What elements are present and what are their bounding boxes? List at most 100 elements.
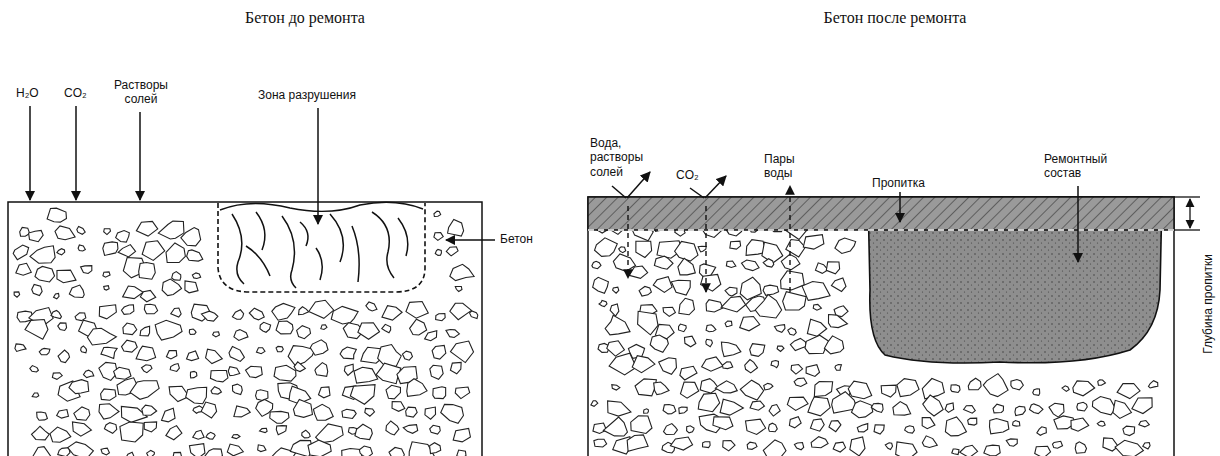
aggregate-stone bbox=[781, 271, 805, 290]
ingress-arrows bbox=[30, 106, 495, 240]
aggregate-stone bbox=[344, 364, 353, 375]
aggregate-stone bbox=[260, 428, 268, 432]
aggregate-stone bbox=[874, 425, 884, 434]
aggregate-stone bbox=[824, 336, 843, 354]
aggregate-stone bbox=[990, 419, 1009, 434]
aggregate-stone bbox=[103, 242, 118, 256]
aggregate-stone bbox=[1098, 380, 1106, 386]
aggregate-stone bbox=[54, 293, 59, 298]
aggregate-stone bbox=[811, 437, 828, 448]
aggregate-stone bbox=[29, 230, 44, 241]
aggregate-stone bbox=[99, 305, 116, 319]
aggregate-stone bbox=[706, 300, 723, 312]
aggregate-stone bbox=[81, 346, 87, 353]
aggregate-stone bbox=[746, 419, 766, 434]
aggregate-stone bbox=[453, 428, 470, 441]
aggregate-stone bbox=[192, 273, 200, 279]
aggregate-stone bbox=[425, 407, 436, 419]
panel-heading: Бетон после ремонта bbox=[824, 8, 967, 27]
aggregate-stone bbox=[763, 440, 786, 456]
aggregate-stone bbox=[922, 436, 937, 448]
aggregate-stone bbox=[430, 365, 443, 379]
aggregate-stone bbox=[313, 404, 333, 420]
aggregate-stone bbox=[788, 328, 797, 335]
aggregate-stone bbox=[121, 305, 133, 314]
aggregate-stone bbox=[276, 321, 293, 334]
aggregate-stone bbox=[432, 345, 446, 359]
aggregate-stone bbox=[69, 380, 89, 394]
aggregate-stone bbox=[406, 301, 428, 318]
aggregate-stone bbox=[984, 445, 1000, 456]
aggregate-stone bbox=[1132, 398, 1152, 414]
aggregate-stone bbox=[905, 426, 915, 433]
aggregate-stone bbox=[302, 430, 310, 438]
impregnation-boundary bbox=[588, 229, 1174, 230]
leader-lines bbox=[900, 186, 1078, 262]
aggregate-stone bbox=[826, 262, 839, 274]
cracks bbox=[232, 212, 408, 288]
aggregate-stone bbox=[142, 405, 157, 415]
aggregate-stone bbox=[436, 314, 446, 321]
aggregate-stone bbox=[57, 410, 69, 419]
aggregate-stone bbox=[47, 208, 66, 222]
aggregate-stone bbox=[608, 401, 631, 416]
aggregate-stone bbox=[30, 246, 55, 263]
aggregate-stone bbox=[725, 321, 732, 327]
aggregate-stone bbox=[166, 426, 182, 440]
aggregate-stone bbox=[742, 260, 760, 271]
aggregate-stone bbox=[848, 381, 871, 399]
concrete-block bbox=[588, 197, 1174, 456]
aggregate-stone bbox=[331, 306, 358, 324]
aggregate-stone bbox=[206, 349, 223, 363]
aggregate-stone bbox=[659, 358, 677, 374]
agent-label: Вода, растворы солей bbox=[590, 136, 650, 179]
aggregate-stone bbox=[1071, 418, 1089, 431]
aggregate-stone bbox=[805, 335, 829, 353]
aggregate-stone bbox=[831, 278, 846, 292]
aggregate-stone bbox=[457, 450, 466, 456]
aggregate-stone bbox=[1148, 381, 1157, 388]
aggregate-stone bbox=[678, 258, 695, 275]
diffusion-arrows bbox=[628, 186, 790, 292]
aggregate-stone bbox=[256, 390, 268, 401]
aggregate-stone bbox=[945, 417, 966, 436]
aggregate-stone bbox=[993, 404, 1003, 413]
aggregate-stone bbox=[57, 270, 76, 283]
aggregate-stone bbox=[450, 303, 472, 319]
aggregate-stone bbox=[121, 340, 137, 352]
aggregate-stone bbox=[769, 405, 780, 417]
aggregate-stone bbox=[386, 385, 400, 399]
aggregate-stone bbox=[632, 356, 655, 373]
aggregate-stone bbox=[810, 419, 824, 431]
aggregate-stone bbox=[663, 307, 675, 316]
aggregate-stone bbox=[593, 277, 609, 293]
aggregate-stone bbox=[922, 418, 935, 429]
aggregate-stone bbox=[448, 220, 464, 237]
aggregate-stone bbox=[232, 435, 240, 439]
agent-label: H₂O bbox=[16, 86, 39, 100]
aggregate-stone bbox=[407, 379, 427, 397]
aggregate-stone bbox=[136, 221, 157, 236]
aggregate-stone bbox=[609, 353, 636, 375]
aggregate-stone bbox=[968, 418, 977, 425]
aggregate-stone bbox=[762, 242, 783, 263]
aggregate-stone bbox=[37, 412, 48, 420]
aggregate-stone bbox=[270, 411, 289, 423]
aggregate-stone bbox=[294, 362, 305, 372]
aggregate-stone bbox=[1011, 380, 1023, 390]
aggregate-stone bbox=[808, 397, 830, 416]
aggregate-stone bbox=[32, 393, 39, 397]
aggregate-stone bbox=[406, 407, 417, 417]
aggregate-stone bbox=[1033, 389, 1040, 396]
aggregate-stone bbox=[455, 387, 469, 399]
aggregate-stone bbox=[607, 341, 625, 356]
aggregate-stone bbox=[87, 328, 116, 345]
aggregate-stone bbox=[355, 424, 372, 439]
aggregate-stone bbox=[246, 366, 263, 377]
aggregate-stone bbox=[39, 348, 50, 354]
aggregate-stone bbox=[829, 421, 841, 432]
aggregate-stone bbox=[162, 279, 181, 296]
aggregate-stone bbox=[210, 371, 227, 382]
aggregate-stone bbox=[768, 423, 777, 432]
aggregate-stone bbox=[923, 395, 943, 416]
